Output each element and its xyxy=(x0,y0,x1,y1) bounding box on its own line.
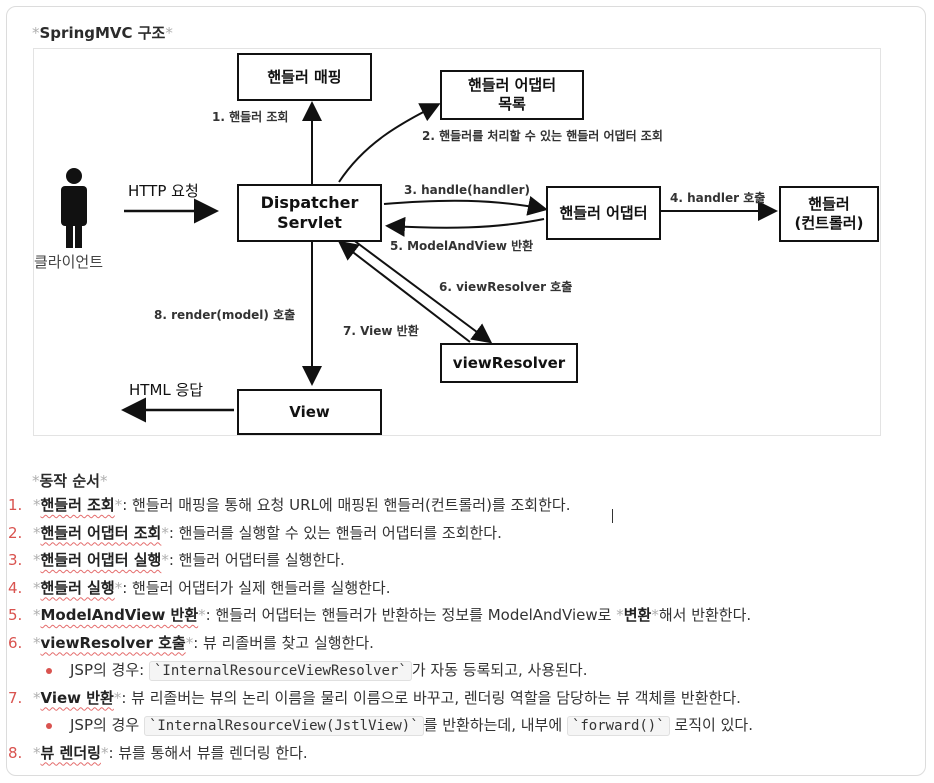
view-resolver-label: viewResolver xyxy=(452,353,566,372)
edge-label-8: 8. render(model) 호출 xyxy=(154,308,296,322)
step-desc: : 핸들러 어댑터가 실제 핸들러를 실행한다. xyxy=(122,578,391,597)
edge-label-2: 2. 핸들러를 처리할 수 있는 핸들러 어댑터 조회 xyxy=(422,129,663,143)
sub-text: JSP의 경우: xyxy=(70,661,149,679)
step-desc: : 핸들러 매핑을 통해 요청 URL에 매핑된 핸들러(컨트롤러)를 조회한다… xyxy=(122,496,571,514)
step-title: 핸들러 실행 xyxy=(40,578,115,597)
list-number: 3. xyxy=(8,551,23,569)
sub-text: 를 반환하는데, 내부에 xyxy=(423,716,567,734)
handler-label-1: 핸들러 xyxy=(808,195,850,214)
http-request-label: HTTP 요청 xyxy=(128,182,199,200)
md-asterisk: * xyxy=(165,24,173,42)
spring-mvc-diagram[interactable]: 클라이언트 HTTP 요청 HTML 응답 핸들러 매핑 핸들러 어댑터 목록 … xyxy=(33,48,881,436)
arrow-2 xyxy=(338,103,441,183)
list-number: 1. xyxy=(8,496,23,514)
section-title: *동작 순서* xyxy=(32,470,107,491)
dispatcher-servlet-box: Dispatcher Servlet xyxy=(237,184,382,242)
handler-mapping-label: 핸들러 매핑 xyxy=(267,67,342,86)
step-desc: : 뷰를 통해서 뷰를 렌더링 한다. xyxy=(108,743,308,762)
handler-adapter-box: 핸들러 어댑터 xyxy=(546,186,661,240)
edge-label-3: 3. handle(handler) xyxy=(404,183,531,197)
handler-box: 핸들러 (컨트롤러) xyxy=(779,186,879,242)
adapter-list-label-2: 목록 xyxy=(498,95,526,113)
inline-code: `forward()` xyxy=(566,716,670,736)
step-list: 1.*핸들러 조회*: 핸들러 매핑을 통해 요청 URL에 매핑된 핸들러(컨… xyxy=(0,492,920,767)
step-desc: : 핸들러를 실행할 수 있는 핸들러 어댑터를 조회한다. xyxy=(168,523,502,542)
sub-text: JSP의 경우 xyxy=(70,716,144,734)
list-item[interactable]: 8.*뷰 렌더링*: 뷰를 통해서 뷰를 렌더링 한다. xyxy=(0,740,920,768)
handler-label-2: (컨트롤러) xyxy=(794,214,864,232)
arrow-6 xyxy=(351,238,493,344)
list-item[interactable]: 4.*핸들러 실행*: 핸들러 어댑터가 실제 핸들러를 실행한다. xyxy=(0,575,920,603)
list-item[interactable]: 2.*핸들러 어댑터 조회*: 핸들러를 실행할 수 있는 핸들러 어댑터를 조… xyxy=(0,520,920,548)
edge-label-6: 6. viewResolver 호출 xyxy=(439,280,573,294)
dispatcher-label-1: Dispatcher xyxy=(260,193,359,212)
sub-text: 로직이 있다. xyxy=(669,716,753,734)
inline-code: `InternalResourceViewResolver` xyxy=(148,661,412,681)
view-box: View xyxy=(237,389,382,435)
list-number: 7. xyxy=(8,688,23,707)
section-title-text: 동작 순서 xyxy=(39,472,100,490)
step-title: ModelAndView 반환 xyxy=(40,606,199,624)
list-item[interactable]: 7.*View 반환*: 뷰 리졸버는 뷰의 논리 이름을 물리 이름으로 바꾸… xyxy=(0,685,920,713)
edge-label-5: 5. ModelAndView 반환 xyxy=(390,239,534,253)
view-label: View xyxy=(289,402,330,421)
md-asterisk: * xyxy=(99,472,108,490)
step-title: viewResolver 호출 xyxy=(40,633,186,652)
sub-list-item[interactable]: JSP의 경우 `InternalResourceView(JstlView)`… xyxy=(0,712,920,740)
edge-label-1: 1. 핸들러 조회 xyxy=(212,110,289,124)
arrow-3 xyxy=(383,196,548,216)
list-number: 8. xyxy=(8,743,23,762)
dispatcher-label-2: Servlet xyxy=(277,213,342,232)
step-title: View 반환 xyxy=(40,688,114,707)
page-heading: *SpringMVC 구조* xyxy=(32,22,173,43)
edge-label-4: 4. handler 호출 xyxy=(670,191,766,205)
arrow-5 xyxy=(385,216,545,237)
list-item[interactable]: 5.*ModelAndView 반환*: 핸들러 어댑터는 핸들러가 반환하는 … xyxy=(0,602,920,630)
diagram-arrows xyxy=(61,101,778,423)
list-item[interactable]: 3.*핸들러 어댑터 실행*: 핸들러 어댑터를 실행한다. xyxy=(0,547,920,575)
handler-mapping-box: 핸들러 매핑 xyxy=(237,53,372,101)
inline-code: `InternalResourceView(JstlView)` xyxy=(143,716,424,736)
step-desc: : 핸들러 어댑터는 핸들러가 반환하는 정보를 ModelAndView로 xyxy=(205,606,617,624)
step-title: 핸들러 어댑터 조회 xyxy=(40,523,162,542)
list-number: 5. xyxy=(8,606,23,624)
html-response-label: HTML 응답 xyxy=(129,381,204,399)
md-asterisk: * xyxy=(32,24,40,42)
step-title: 핸들러 어댑터 실행 xyxy=(40,551,162,569)
adapter-list-box: 핸들러 어댑터 목록 xyxy=(440,70,584,120)
step-title: 핸들러 조회 xyxy=(40,496,115,514)
client-person-icon xyxy=(61,168,87,248)
step-desc: : 뷰 리졸버는 뷰의 논리 이름을 물리 이름으로 바꾸고, 렌더링 역할을 … xyxy=(121,688,741,707)
view-resolver-box: viewResolver xyxy=(440,343,578,383)
heading-text: SpringMVC 구조 xyxy=(39,24,166,42)
step-desc-tail: 해서 반환한다. xyxy=(658,606,752,624)
sub-text: 가 자동 등록되고, 사용된다. xyxy=(411,661,588,679)
handler-adapter-label: 핸들러 어댑터 xyxy=(559,203,648,222)
step-desc: : 핸들러 어댑터를 실행한다. xyxy=(168,551,345,569)
adapter-list-label-1: 핸들러 어댑터 xyxy=(467,76,557,95)
list-number: 6. xyxy=(8,633,23,652)
edge-label-7: 7. View 반환 xyxy=(343,324,419,338)
list-item[interactable]: 1.*핸들러 조회*: 핸들러 매핑을 통해 요청 URL에 매핑된 핸들러(컨… xyxy=(0,492,920,520)
bullet-dot xyxy=(46,668,52,674)
md-asterisk: * xyxy=(32,472,40,490)
bullet-dot xyxy=(46,723,52,729)
step-title: 뷰 렌더링 xyxy=(40,743,101,762)
list-item[interactable]: 6.*viewResolver 호출*: 뷰 리졸버를 찾고 실행한다. xyxy=(0,630,920,658)
text-cursor-icon xyxy=(612,509,618,523)
arrow-7 xyxy=(337,240,471,343)
sub-list-item[interactable]: JSP의 경우: `InternalResourceViewResolver`가… xyxy=(0,657,920,685)
step-bold: 변환 xyxy=(623,606,652,624)
list-number: 2. xyxy=(8,523,23,542)
list-number: 4. xyxy=(8,578,23,597)
step-desc: : 뷰 리졸버를 찾고 실행한다. xyxy=(193,633,374,652)
client-label: 클라이언트 xyxy=(34,253,104,271)
